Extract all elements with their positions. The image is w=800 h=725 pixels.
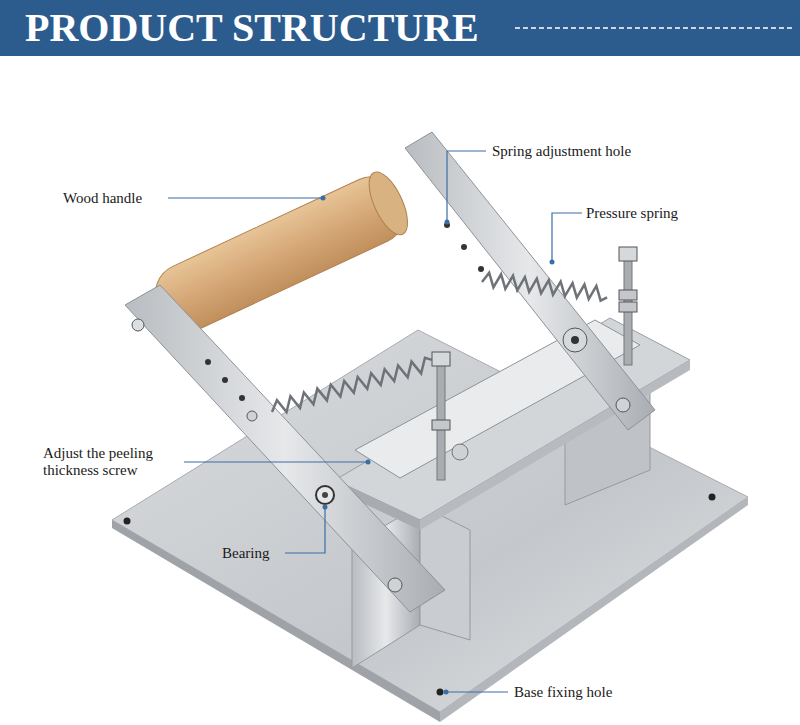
part-label: Adjust the peeling thickness screw (43, 445, 178, 479)
leader-lines (168, 151, 582, 692)
page-title: PRODUCT STRUCTURE (25, 5, 479, 51)
header-bar (0, 0, 800, 56)
part-label: Pressure spring (586, 205, 678, 222)
part-label: Bearing (222, 545, 269, 562)
base-edge (440, 497, 748, 722)
part-label: Base fixing hole (514, 684, 612, 701)
part-label: Spring adjustment hole (492, 143, 631, 160)
header-dash (515, 27, 792, 29)
part-label: Wood handle (63, 190, 142, 207)
